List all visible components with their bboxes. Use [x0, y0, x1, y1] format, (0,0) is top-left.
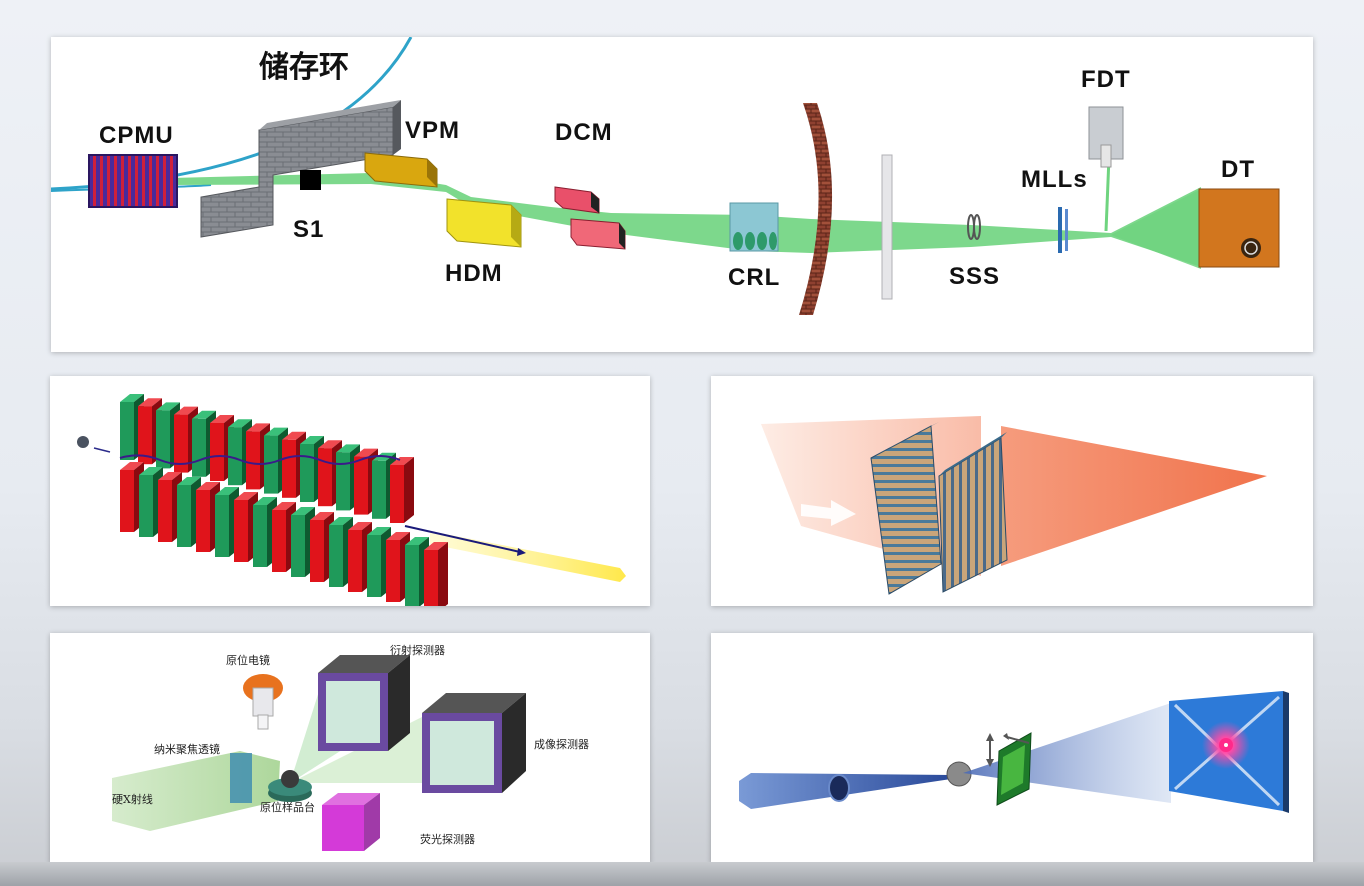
- mlls-lenses: [1058, 207, 1068, 253]
- hdm-mirror: [446, 198, 522, 248]
- undulator-panel: [50, 376, 650, 606]
- mll-vertical-lens: [938, 432, 1008, 593]
- lower-magnet-block: [424, 542, 448, 606]
- label-diffraction-detector: 衍射探测器: [390, 643, 445, 657]
- label-sss: SSS: [949, 263, 1000, 290]
- label-nano-lens: 纳米聚焦透镜: [154, 742, 220, 756]
- sss-slit: [967, 214, 981, 240]
- upper-magnet-array: [120, 394, 414, 523]
- shielding-wall: [200, 100, 401, 238]
- label-hdm: HDM: [445, 260, 503, 287]
- upper-magnet-block: [390, 457, 414, 523]
- label-crl: CRL: [728, 264, 780, 291]
- label-insitu-microscope: 原位电镜: [226, 653, 270, 667]
- label-storage-ring: 储存环: [259, 50, 349, 85]
- diffraction-diagram: [739, 691, 1289, 813]
- label-fdt: FDT: [1081, 66, 1131, 93]
- diffraction-panel: [711, 633, 1313, 863]
- beamline-panel: CPMU S1 储存环 VPM HDM DCM: [51, 37, 1313, 352]
- mll-focusing-diagram: [761, 416, 1267, 595]
- electron-icon: [77, 436, 89, 448]
- mll-horizontal-lens: [870, 422, 942, 595]
- lower-magnet-array: [120, 462, 448, 606]
- label-fluorescence-detector: 荧光探测器: [420, 832, 475, 846]
- label-cpmu: CPMU: [99, 122, 174, 149]
- background-strip: [0, 862, 1364, 886]
- focused-beam: [1001, 426, 1267, 566]
- fluorescence-detector-icon: [322, 793, 380, 851]
- experimental-setup-panel: 原位电镜 衍射探测器 成像探测器 纳米聚焦透镜 硬X射线 原位样品台 荧光探测器: [50, 633, 650, 863]
- cpmu-undulator: [88, 154, 178, 208]
- zone-plate-icon: [828, 774, 850, 802]
- label-dt: DT: [1221, 156, 1255, 183]
- label-dcm: DCM: [555, 119, 613, 146]
- microscope-icon: [243, 674, 283, 730]
- window-plate: [881, 154, 893, 300]
- label-mlls: MLLs: [1021, 166, 1088, 193]
- imaging-detector-icon: [422, 693, 526, 793]
- dt-detector: [1198, 188, 1280, 268]
- setup-diagram: 原位电镜 衍射探测器 成像探测器 纳米聚焦透镜 硬X射线 原位样品台 荧光探测器: [112, 643, 589, 851]
- diffracted-beam: [963, 703, 1171, 803]
- electron-trajectory: [119, 454, 401, 465]
- hard-xray-beam: [112, 751, 280, 831]
- label-imaging-detector: 成像探测器: [534, 738, 589, 751]
- pinhole-icon: [946, 761, 972, 787]
- dcm-monochromator: [554, 186, 626, 250]
- diffraction-pattern-screen: [1169, 691, 1289, 813]
- mll-focusing-panel: [711, 376, 1313, 606]
- s1-slit: [300, 170, 321, 190]
- x-ray-beam: [171, 173, 1201, 267]
- fdt-detector: [1088, 106, 1124, 168]
- sample-stage-icon: [268, 770, 312, 802]
- label-s1: S1: [293, 216, 324, 243]
- label-hard-xray: 硬X射线: [112, 792, 153, 806]
- vpm-mirror: [364, 152, 438, 188]
- diffraction-detector-icon: [318, 655, 410, 751]
- label-vpm: VPM: [405, 117, 460, 144]
- hutch-wall: [799, 103, 833, 315]
- beamline-diagram: CPMU S1 储存环 VPM HDM DCM: [51, 37, 1280, 315]
- crl-lens: [729, 202, 779, 252]
- nano-lens-icon: [230, 753, 252, 803]
- undulator-diagram: [77, 394, 626, 606]
- beam-direction-arrow: [801, 500, 856, 526]
- label-sample-stage: 原位样品台: [260, 800, 315, 814]
